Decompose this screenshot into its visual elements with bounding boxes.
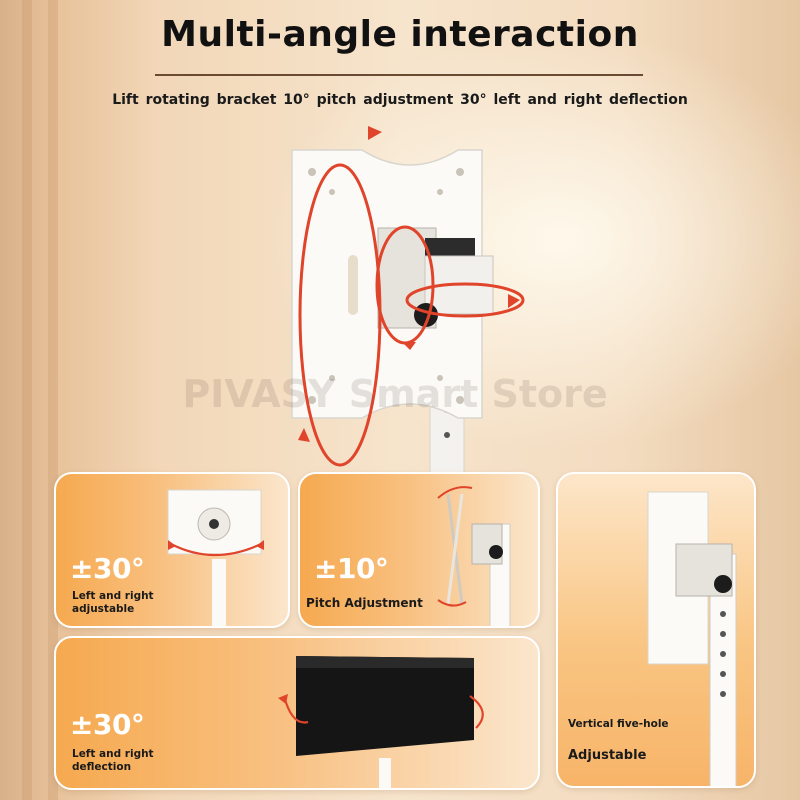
pitch-arrow-bottom — [437, 599, 467, 607]
rotation-caption-line1: Left and right — [72, 590, 154, 602]
card-pitch: ±10° Pitch Adjustment — [298, 472, 540, 628]
curtain-fold — [22, 0, 32, 800]
arrow-head — [256, 540, 264, 550]
title-divider — [155, 74, 643, 76]
pitch-arrow-top — [437, 486, 473, 499]
deflection-caption-line2: deflection — [72, 761, 132, 773]
vertical-illustration — [647, 491, 737, 786]
tilt-knob — [714, 575, 732, 593]
rotation-value: ±30° — [70, 552, 145, 585]
hub-center — [209, 519, 219, 529]
arrow-head — [168, 540, 176, 550]
card-vertical: Vertical five-hole Adjustable — [556, 472, 756, 788]
bracket-illustration — [291, 126, 525, 486]
pole-holes — [720, 611, 726, 697]
vesa-holes — [308, 168, 464, 404]
pole — [379, 758, 391, 788]
pitch-value: ±10° — [314, 552, 389, 585]
arrow-head — [278, 694, 288, 704]
monitor-screen — [296, 656, 474, 756]
vertical-caption: Vertical five-hole — [568, 718, 669, 730]
card-rotation: ±30° Left and right adjustable — [54, 472, 290, 628]
page-title: Multi-angle interaction — [161, 14, 639, 55]
pole-cap — [425, 238, 475, 260]
page-subtitle: Lift rotating bracket 10° pitch adjustme… — [112, 92, 688, 108]
plate-side-tilted — [446, 493, 464, 605]
monitor-highlight — [296, 656, 474, 668]
arrow-heads — [298, 126, 520, 442]
card-deflection: ±30° Left and right deflection — [54, 636, 540, 790]
deflection-value: ±30° — [70, 708, 145, 741]
pole — [212, 559, 226, 626]
slot — [348, 255, 358, 315]
rotation-illustration — [167, 489, 264, 626]
deflection-caption-line1: Left and right — [72, 748, 154, 760]
watermark-text: PIVASY Smart Store — [182, 372, 608, 416]
rotation-arrow — [170, 543, 262, 557]
vertical-caption2: Adjustable — [568, 748, 647, 763]
bracket — [675, 543, 733, 597]
curtain-fold — [48, 0, 58, 800]
rotation-caption-line2: adjustable — [72, 603, 135, 615]
pitch-illustration — [437, 486, 511, 626]
pitch-caption: Pitch Adjustment — [306, 596, 423, 610]
deflection-illustration — [278, 656, 484, 788]
deflection-arrow-right — [469, 695, 484, 729]
tilt-knob — [489, 545, 503, 559]
swivel-arrow — [405, 282, 525, 318]
